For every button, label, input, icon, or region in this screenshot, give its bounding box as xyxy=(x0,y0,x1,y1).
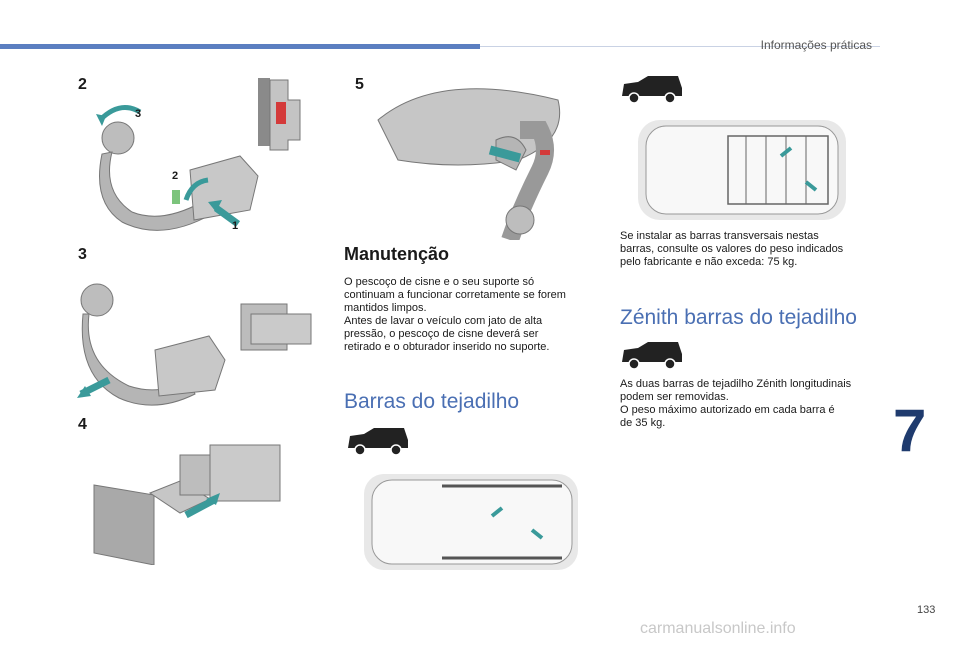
header-accent-bar xyxy=(0,44,480,49)
step-label-3: 3 xyxy=(78,246,87,263)
maintenance-text: O pescoço de cisne e o seu suporte só co… xyxy=(344,276,594,354)
header-rule xyxy=(480,46,880,47)
step-label-4: 4 xyxy=(78,416,87,433)
page-number: 133 xyxy=(917,604,936,616)
towbar-with-cap-illustration xyxy=(77,283,312,406)
van-silhouette-icon xyxy=(622,76,682,104)
watermark: carmanualsonline.info xyxy=(640,620,796,637)
roof-bars-heading: Barras do tejadilho xyxy=(344,390,520,413)
text-line: barras, consulte os valores do peso indi… xyxy=(620,243,844,255)
step-label-2: 2 xyxy=(78,76,87,93)
step-label-5: 5 xyxy=(355,76,364,93)
text-line: mantidos limpos. xyxy=(344,302,427,314)
zenith-text: As duas barras de tejadilho Zénith longi… xyxy=(620,378,890,430)
cross-bars-text: Se instalar as barras transversais nesta… xyxy=(620,230,890,269)
cap-insertion-illustration xyxy=(93,444,281,565)
text-line: continuam a funcionar corretamente se fo… xyxy=(344,289,566,301)
callout-1: 1 xyxy=(232,220,239,232)
text-line: As duas barras de tejadilho Zénith longi… xyxy=(620,378,852,390)
text-line: pressão, o pescoço de cisne deverá ser xyxy=(344,328,539,340)
maintenance-heading: Manutenção xyxy=(344,244,450,264)
van-silhouette-icon xyxy=(348,428,408,456)
section-title: Informações práticas xyxy=(760,38,872,52)
text-line: pelo fabricante e não exceda: 75 kg. xyxy=(620,256,798,268)
text-line: Se instalar as barras transversais nesta… xyxy=(620,230,819,242)
zenith-heading: Zénith barras do tejadilho xyxy=(620,306,857,329)
bumper-towbar-illustration xyxy=(377,88,561,240)
van-roof-bars-topview xyxy=(364,474,578,570)
callout-2: 2 xyxy=(172,170,179,182)
text-line: O peso máximo autorizado em cada barra é xyxy=(620,404,835,416)
text-line: O pescoço de cisne e o seu suporte só xyxy=(344,276,535,288)
text-line: Antes de lavar o veículo com jato de alt… xyxy=(344,315,543,327)
callout-3: 3 xyxy=(135,108,142,120)
text-line: retirado e o obturador inserido no supor… xyxy=(344,341,550,353)
text-line: de 35 kg. xyxy=(620,417,666,429)
van-silhouette-icon xyxy=(622,342,682,370)
towbar-removal-illustration xyxy=(96,78,301,231)
van-cross-bars-topview xyxy=(638,120,846,220)
chapter-number: 7 xyxy=(893,397,927,464)
text-line: podem ser removidas. xyxy=(620,391,729,403)
